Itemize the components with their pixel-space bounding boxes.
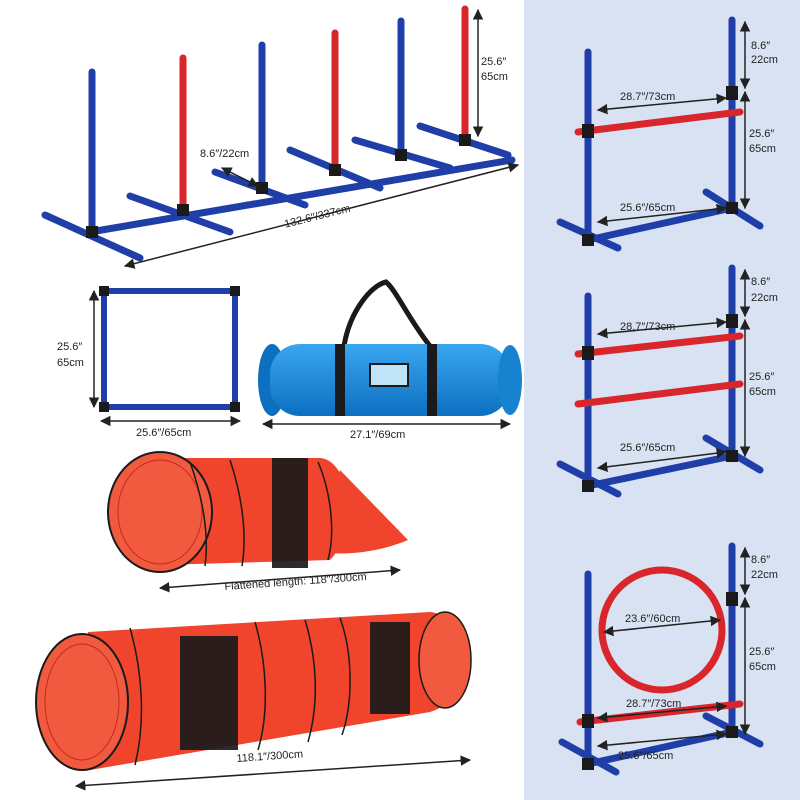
double-jump-height-inch: 25.6″ (749, 371, 775, 383)
hoop-jump (558, 542, 764, 776)
carry-bag (258, 279, 522, 430)
weave-poles (41, 5, 520, 269)
hoop-jump-height-cm: 65cm (749, 661, 776, 673)
double-jump-top-inch: 8.6″ (751, 276, 771, 288)
hoop-jump-top-cm: 22cm (751, 569, 778, 581)
weave-height-label-cm: 65cm (481, 71, 508, 83)
single-jump-bar-label: 28.7″/73cm (620, 91, 676, 103)
hoop-jump-bar-label: 28.7″/73cm (626, 698, 682, 710)
bag-length-label: 27.1″/69cm (350, 429, 406, 441)
hoop-jump-height-inch: 25.6″ (749, 646, 775, 658)
square-hoop-height-cm: 65cm (57, 357, 84, 369)
square-hoop (88, 286, 242, 427)
double-jump-height-cm: 65cm (749, 386, 776, 398)
single-jump-base-label: 25.6″/65cm (620, 202, 676, 214)
single-jump-top-cm: 22cm (751, 54, 778, 66)
weave-spacing-label: 8.6″/22cm (200, 148, 250, 160)
double-jump-bar-label: 28.7″/73cm (620, 321, 676, 333)
tunnel (35, 611, 472, 791)
jump-panel-background (524, 0, 800, 800)
square-hoop-height-inch: 25.6″ (57, 341, 83, 353)
single-jump-height-cm: 65cm (749, 143, 776, 155)
double-bar-jump (556, 264, 764, 498)
double-jump-base-label: 25.6″/65cm (620, 442, 676, 454)
hoop-jump-base-label: 25.6″/65cm (618, 750, 674, 762)
single-bar-jump (556, 16, 764, 252)
single-jump-top-inch: 8.6″ (751, 40, 771, 52)
double-jump-top-cm: 22cm (751, 292, 778, 304)
weave-height-label-inch: 25.6″ (481, 56, 507, 68)
square-hoop-width-label: 25.6″/65cm (136, 427, 192, 439)
single-jump-height-inch: 25.6″ (749, 128, 775, 140)
hoop-jump-top-inch: 8.6″ (751, 554, 771, 566)
chute-tunnel (107, 451, 408, 593)
hoop-jump-ring-label: 23.6″/60cm (625, 613, 681, 625)
